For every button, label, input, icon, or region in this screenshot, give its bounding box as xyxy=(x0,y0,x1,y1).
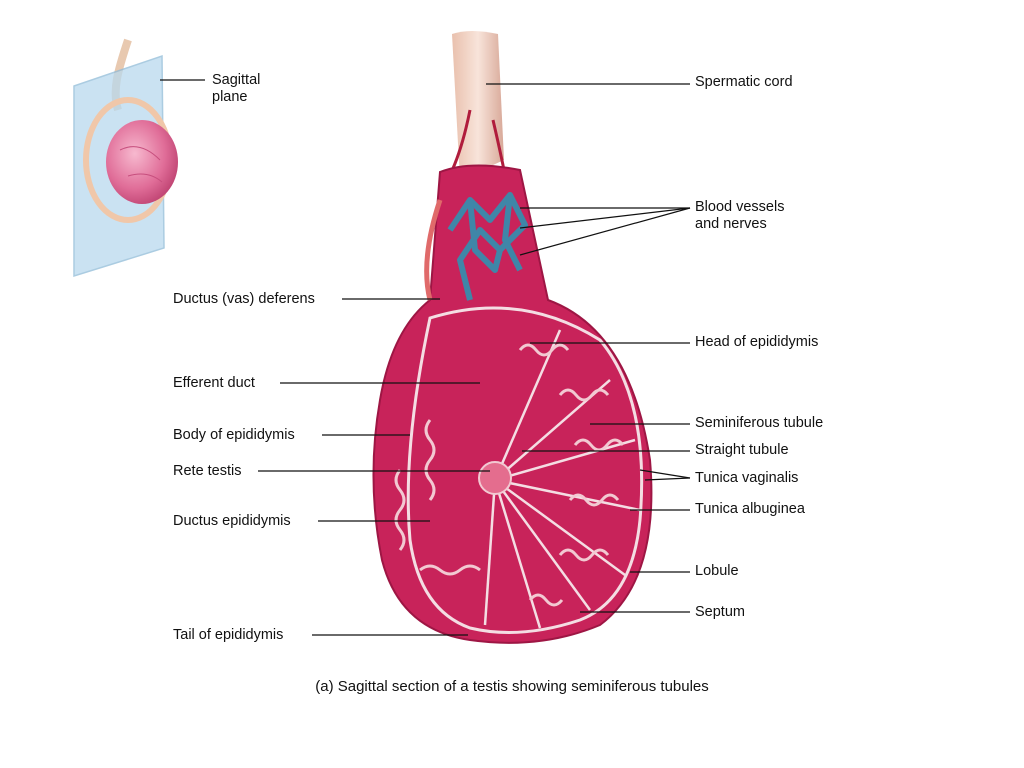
label-head-of-epididymis: Head of epididymis xyxy=(695,334,819,350)
label-body-of-epididymis: Body of epididymis xyxy=(173,427,295,443)
label-septum: Septum xyxy=(695,604,745,620)
spermatic-cord xyxy=(448,31,507,180)
label-sagittal-line2: plane xyxy=(212,89,248,105)
label-blood-vessels-line1: Blood vessels xyxy=(695,199,785,215)
label-ductus-deferens: Ductus (vas) deferens xyxy=(173,291,315,307)
label-blood-vessels: Blood vessels and nerves xyxy=(695,199,784,233)
label-tunica-albuginea: Tunica albuginea xyxy=(695,501,805,517)
label-tunica-vaginalis: Tunica vaginalis xyxy=(695,470,799,486)
inset-testis xyxy=(106,120,178,204)
leader-lines xyxy=(160,79,691,636)
seminiferous-tubules xyxy=(394,343,625,607)
label-lobule: Lobule xyxy=(695,563,739,579)
label-blood-vessels-line2: and nerves xyxy=(695,216,767,232)
label-sagittal-plane: Sagittal plane xyxy=(212,72,260,106)
sagittal-plane-inset xyxy=(73,38,178,278)
blood-vessels-nerves xyxy=(447,192,528,301)
label-rete-testis: Rete testis xyxy=(173,463,242,479)
septa xyxy=(483,329,641,629)
label-tail-of-epididymis: Tail of epididymis xyxy=(173,627,284,643)
label-sagittal-line1: Sagittal xyxy=(212,72,261,88)
testis-section xyxy=(372,164,653,644)
figure-caption: (a) Sagittal section of a testis showing… xyxy=(315,678,709,695)
label-straight-tubule: Straight tubule xyxy=(695,442,789,458)
label-spermatic-cord: Spermatic cord xyxy=(695,74,793,90)
label-seminiferous-tubule: Seminiferous tubule xyxy=(695,415,824,431)
rete-testis xyxy=(478,461,512,495)
label-ductus-epididymis: Ductus epididymis xyxy=(173,513,291,529)
label-efferent-duct: Efferent duct xyxy=(173,375,255,391)
